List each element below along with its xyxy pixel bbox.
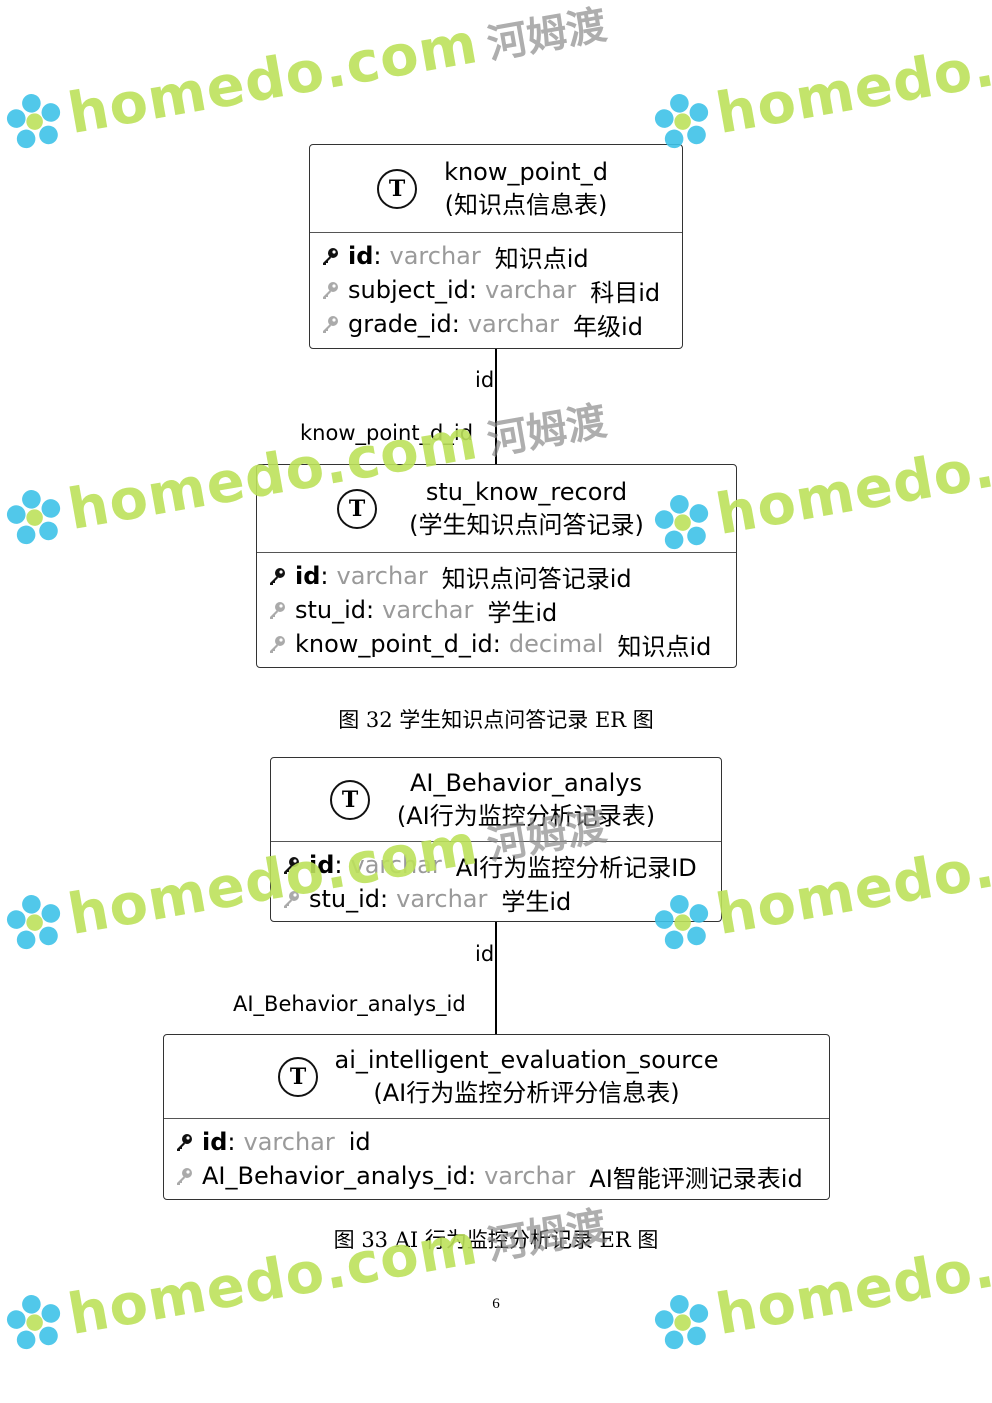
watermark-flower-icon	[6, 93, 61, 148]
entity-name: stu_know_record	[425, 477, 628, 506]
figure-caption: 图 32 学生知识点问答记录 ER 图	[338, 708, 654, 732]
foreign-key-icon	[281, 888, 307, 910]
field-row: stu_id: varchar 学生id	[281, 882, 721, 916]
field-row: know_point_d_id: decimal 知识点id	[267, 627, 736, 661]
entity-ai-intelligent-evaluation-source: T ai_intelligent_evaluation_source (AI行为…	[163, 1034, 830, 1200]
page-number: 6	[492, 1296, 500, 1312]
foreign-key-icon	[174, 1165, 200, 1187]
field-list: id: varchar id AI_Behavior_analys_id: va…	[164, 1119, 829, 1193]
watermark-brand: homedo.com	[63, 11, 483, 148]
field-row: grade_id: varchar 年级id	[320, 307, 682, 341]
field-row: id: varchar 知识点id	[320, 239, 682, 273]
field-list: id: varchar 知识点问答记录id stu_id: varchar 学生…	[257, 553, 736, 661]
relation-child-label: AI_Behavior_analys_id	[233, 992, 466, 1016]
field-name: id	[202, 1128, 228, 1156]
field-comment: AI行为监控分析记录ID	[455, 853, 697, 882]
entity-name: know_point_d	[444, 157, 608, 186]
table-badge-icon: T	[377, 169, 417, 209]
entity-comment: (AI行为监控分析评分信息表)	[373, 1078, 680, 1107]
field-type: varchar	[350, 851, 442, 879]
field-comment: id	[348, 1128, 371, 1156]
watermark-brand: homedo.com	[711, 11, 992, 148]
field-list: id: varchar AI行为监控分析记录ID stu_id: varchar…	[271, 842, 721, 916]
field-comment: 学生id	[487, 598, 558, 627]
relation-child-label: know_point_d_id	[300, 421, 474, 445]
figure-caption: 图 33 AI 行为监控分析记录 ER 图	[333, 1228, 659, 1252]
field-type: varchar	[336, 562, 428, 590]
relation-parent-label: id	[475, 942, 495, 966]
relation-line	[495, 349, 497, 464]
relation-parent-label: id	[475, 368, 495, 392]
foreign-key-icon	[320, 313, 346, 335]
field-name: grade_id	[348, 310, 452, 338]
field-type: varchar	[484, 1162, 576, 1190]
watermark-brand: homedo.com	[711, 812, 992, 949]
field-name: AI_Behavior_analys_id	[202, 1162, 468, 1190]
field-name: stu_id	[309, 885, 381, 913]
watermark-cn: 河姆渡	[483, 397, 610, 464]
foreign-key-icon	[267, 633, 293, 655]
watermark: homedo.com 河姆渡	[0, 1189, 611, 1359]
watermark-flower-icon	[6, 489, 61, 544]
entity-name: AI_Behavior_analys	[409, 768, 643, 797]
field-type: varchar	[396, 885, 488, 913]
field-comment: 知识点id	[617, 632, 712, 661]
foreign-key-icon	[320, 279, 346, 301]
entity-title: know_point_d (知识点信息表)	[384, 156, 608, 222]
field-type: varchar	[467, 310, 560, 338]
field-comment: AI智能评测记录表id	[589, 1164, 803, 1193]
foreign-key-icon	[267, 599, 293, 621]
entity-header: T stu_know_record (学生知识点问答记录)	[257, 465, 736, 553]
watermark: homedo.com 河姆渡	[0, 0, 611, 159]
watermark-brand: homedo.com	[711, 412, 992, 549]
entity-header: T ai_intelligent_evaluation_source (AI行为…	[164, 1035, 829, 1119]
field-row: id: varchar AI行为监控分析记录ID	[281, 848, 721, 882]
entity-know-point-d: T know_point_d (知识点信息表) id: varchar 知识点i…	[309, 144, 683, 349]
entity-comment: (知识点信息表)	[444, 190, 608, 219]
field-type: decimal	[508, 630, 604, 658]
relation-line	[495, 922, 497, 1034]
field-row: stu_id: varchar 学生id	[267, 593, 736, 627]
entity-title: stu_know_record (学生知识点问答记录)	[349, 476, 644, 542]
field-type: varchar	[243, 1128, 335, 1156]
field-row: id: varchar 知识点问答记录id	[267, 559, 736, 593]
primary-key-icon	[267, 565, 293, 587]
field-type: varchar	[382, 596, 474, 624]
field-name: know_point_d_id	[295, 630, 493, 658]
field-type: varchar	[389, 242, 481, 270]
field-row: id: varchar id	[174, 1125, 829, 1159]
field-comment: 学生id	[501, 887, 572, 916]
entity-header: T know_point_d (知识点信息表)	[310, 145, 682, 233]
field-type: varchar	[484, 276, 577, 304]
entity-stu-know-record: T stu_know_record (学生知识点问答记录) id: varcha…	[256, 464, 737, 668]
field-comment: 知识点id	[494, 244, 589, 273]
entity-comment: (学生知识点问答记录)	[409, 510, 644, 539]
entity-title: AI_Behavior_analys (AI行为监控分析记录表)	[337, 767, 655, 833]
watermark-flower-icon	[6, 894, 61, 949]
field-row: subject_id: varchar 科目id	[320, 273, 682, 307]
entity-header: T AI_Behavior_analys (AI行为监控分析记录表)	[271, 758, 721, 842]
entity-title: ai_intelligent_evaluation_source (AI行为监控…	[275, 1044, 719, 1110]
primary-key-icon	[281, 854, 307, 876]
field-name: subject_id	[348, 276, 469, 304]
table-badge-icon: T	[330, 780, 370, 820]
field-name: stu_id	[295, 596, 367, 624]
field-name: id	[309, 851, 335, 879]
entity-name: ai_intelligent_evaluation_source	[334, 1045, 719, 1074]
field-comment: 科目id	[590, 278, 661, 307]
field-comment: 知识点问答记录id	[441, 564, 632, 593]
field-name: id	[348, 242, 374, 270]
field-name: id	[295, 562, 321, 590]
primary-key-icon	[174, 1131, 200, 1153]
table-badge-icon: T	[337, 489, 377, 529]
entity-comment: (AI行为监控分析记录表)	[396, 801, 656, 830]
watermark: homedo.com	[646, 11, 992, 158]
field-comment: 年级id	[573, 312, 643, 341]
entity-ai-behavior-analys: T AI_Behavior_analys (AI行为监控分析记录表) id: v…	[270, 757, 722, 922]
field-list: id: varchar 知识点id subject_id: varchar 科目…	[310, 233, 682, 341]
watermark-cn: 河姆渡	[483, 1, 610, 68]
table-badge-icon: T	[278, 1057, 318, 1097]
field-row: AI_Behavior_analys_id: varchar AI智能评测记录表…	[174, 1159, 829, 1193]
primary-key-icon	[320, 245, 346, 267]
